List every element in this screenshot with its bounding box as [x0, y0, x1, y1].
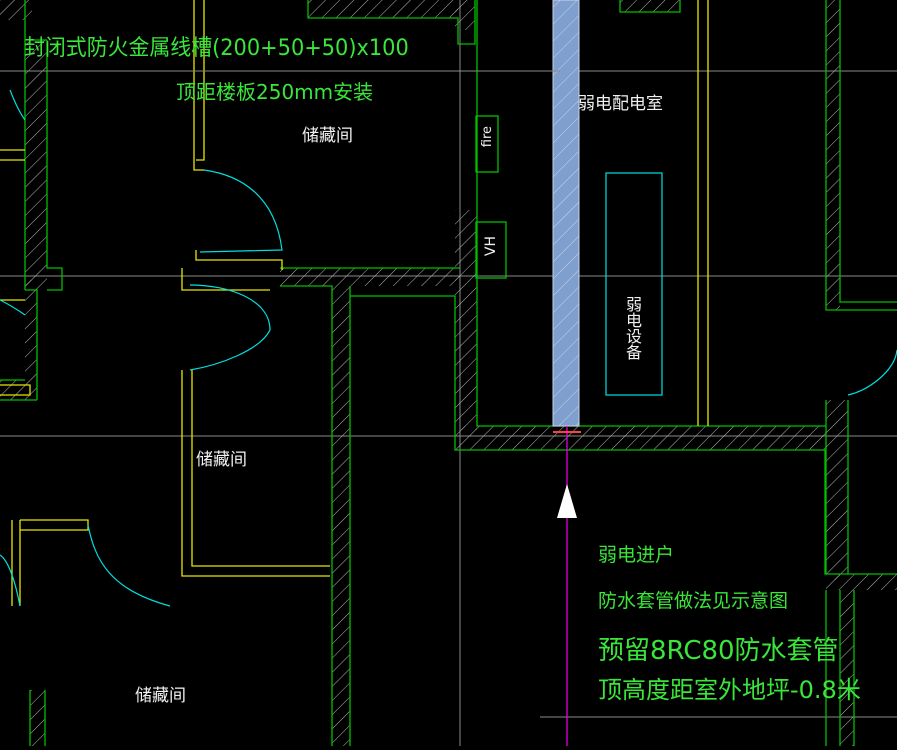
- storage-room-label: 储藏间: [135, 686, 186, 706]
- vh-label: VH: [483, 236, 499, 257]
- tray-spec-label: 封闭式防火金属线槽(200+50+50)x100: [24, 36, 409, 61]
- fire-label: fire: [480, 126, 495, 148]
- storage-room-label: 储藏间: [302, 126, 353, 146]
- riser-line: [553, 426, 581, 746]
- storage-room-label: 储藏间: [196, 450, 247, 470]
- note-line-3: 预留8RC80防水套管: [598, 636, 839, 666]
- arrow-icon: [557, 484, 577, 518]
- note-line-2: 防水套管做法见示意图: [598, 590, 789, 612]
- partitions: [0, 0, 709, 606]
- low-voltage-room-label: 弱电配电室: [578, 94, 663, 114]
- tray-height-label: 顶距楼板250mm安装: [176, 80, 374, 104]
- note-line-4: 顶高度距室外地坪-0.8米: [598, 676, 861, 704]
- equipment-label: 弱电设备: [623, 296, 642, 360]
- note-line-1: 弱电进户: [598, 544, 675, 566]
- door-swings: [0, 89, 897, 607]
- cable-tray: [552, 0, 580, 427]
